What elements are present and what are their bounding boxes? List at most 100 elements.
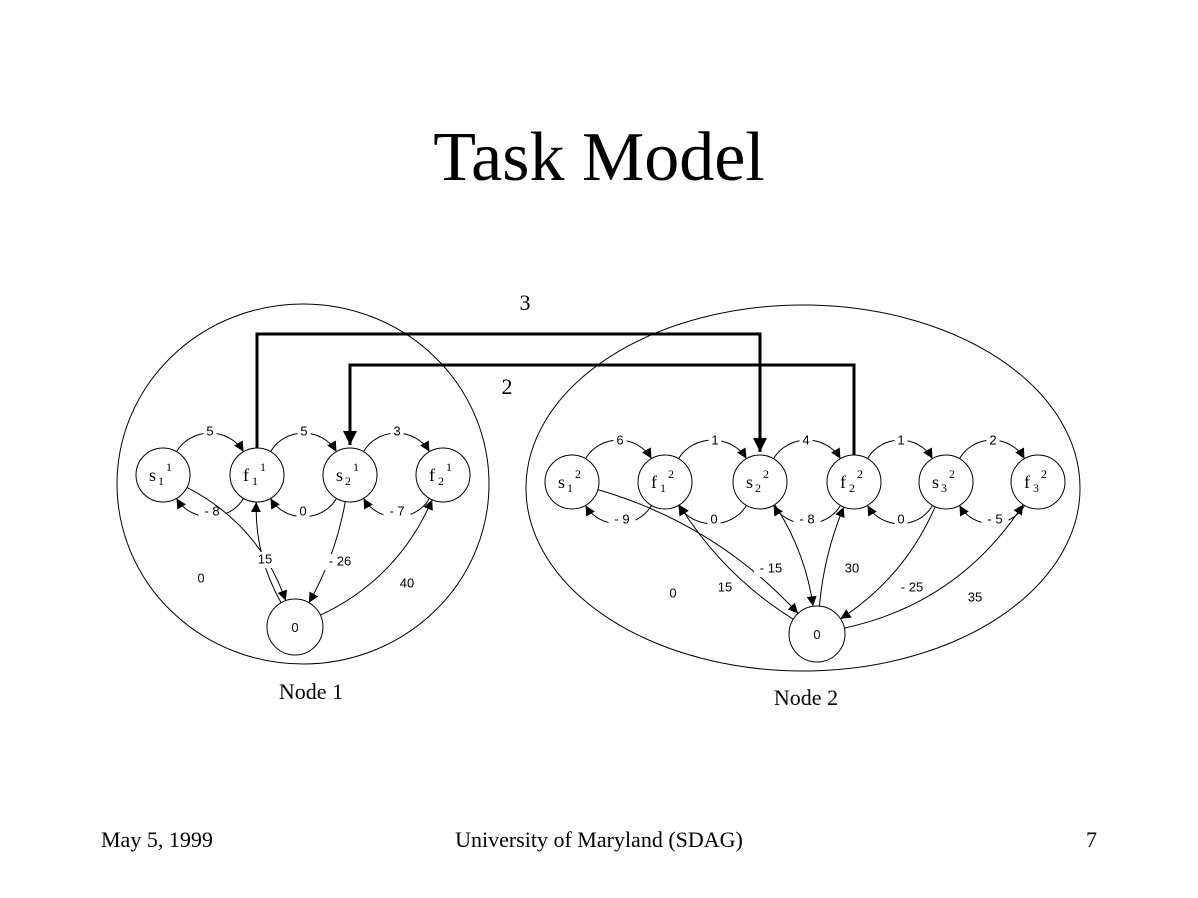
- edge-weight-background: [613, 433, 627, 449]
- node-label-superscript: 2: [668, 467, 674, 481]
- edge-weight-s2-1-to-f2-1: 3: [393, 423, 400, 438]
- edge-weight-s3-2-to-z2: - 25: [901, 579, 923, 594]
- footer-page-number: 7: [1086, 827, 1097, 852]
- node-s1-1-circle: [135, 447, 191, 503]
- edge-z2-to-f3-2: [844, 504, 1024, 629]
- edge-weight-background: [255, 552, 275, 568]
- edge-weight-s1-2-to-f1-2: 6: [616, 432, 623, 447]
- node-label-subscript: 3: [1033, 481, 1039, 495]
- node-label-base: s: [558, 472, 565, 492]
- edge-weight-s2-1-to-f1-1: 0: [299, 503, 306, 518]
- edge-weight-background: [390, 424, 404, 440]
- edge-weight-z2-to-f1-2: 15: [718, 579, 732, 594]
- node-label-subscript: 2: [438, 474, 444, 488]
- edge-weight-background: [986, 433, 1000, 449]
- slide-title: Task Model: [433, 119, 765, 196]
- edge-weight-background: [965, 590, 985, 606]
- node-label-superscript: 1: [353, 460, 359, 474]
- node-label-subscript: 1: [252, 474, 258, 488]
- node-label-base: 0: [291, 620, 298, 635]
- node-label-subscript: 2: [755, 481, 761, 495]
- edge-weight-background: [981, 512, 1009, 528]
- edge-weight-f2-1-to-s2-1: - 7: [389, 503, 404, 518]
- node-s2-2-circle: [732, 454, 788, 510]
- edge-weight-z2-to-f3-2: 35: [968, 589, 982, 604]
- edge-weight-background: [894, 512, 908, 528]
- edge-weight-f1-2-to-s1-2: - 9: [614, 511, 629, 526]
- node-label-subscript: 3: [941, 481, 947, 495]
- edge-weight-background: [842, 561, 862, 577]
- edge-weight-f1-1-to-s2-1: 5: [300, 423, 307, 438]
- edge-weight-background: [383, 504, 411, 520]
- edge-weight-background: [203, 424, 217, 440]
- edge-z2-to-f2-2: [818, 506, 845, 607]
- edge-weight-background: [323, 554, 357, 570]
- node-label-superscript: 2: [763, 467, 769, 481]
- edge-weight-background: [194, 571, 208, 587]
- edge-weight-background: [715, 580, 735, 596]
- edge-weight-f1-2-to-s2-2: 1: [711, 432, 718, 447]
- edge-weight-f2-2-to-s2-2: - 8: [799, 511, 814, 526]
- node-z2-circle: [788, 605, 846, 663]
- footer-date: May 5, 1999: [101, 827, 213, 852]
- edge-weight-background: [799, 433, 813, 449]
- edge-f2-2-to-s2-1: [343, 363, 856, 455]
- edge-weight-background: [707, 512, 721, 528]
- edge-weight-background: [297, 424, 311, 440]
- edge-weight-s3-2-to-f3-2: 2: [989, 432, 996, 447]
- edge-weight-background: [895, 580, 929, 596]
- edge-weight-background: [198, 504, 226, 520]
- edge-s2-1-to-z1: [308, 501, 346, 603]
- edge-weight-background: [296, 504, 310, 520]
- node-f1-2-circle: [637, 454, 693, 510]
- edge-weight-f2-2-to-s2-1: 2: [502, 374, 513, 399]
- node-f3-2-circle: [1010, 454, 1066, 510]
- edge-weight-s2-1-to-z1: - 26: [329, 553, 351, 568]
- node-s1-2-circle: [544, 454, 600, 510]
- edge-z2-to-f1-2: [678, 504, 794, 620]
- edge-weight-s1-2-to-z2: 0: [669, 585, 676, 600]
- edge-z1-to-f2-1: [320, 499, 433, 616]
- node-f2-2-circle: [826, 454, 882, 510]
- node-label-subscript: 1: [567, 481, 573, 495]
- edge-s3-2-to-z2: [840, 506, 936, 620]
- node-label-base: s: [149, 465, 156, 485]
- node-label-base: 0: [813, 627, 820, 642]
- node-label-superscript: 1: [260, 460, 266, 474]
- node-label-superscript: 1: [166, 460, 172, 474]
- cluster-node1-boundary: [116, 303, 490, 665]
- edge-weight-s2-2-to-f1-2: 0: [710, 511, 717, 526]
- cluster-node2-label: Node 2: [774, 685, 838, 710]
- node-label-superscript: 2: [857, 467, 863, 481]
- node-label-base: s: [932, 472, 939, 492]
- edge-weight-z1-to-f1-1: 15: [258, 551, 272, 566]
- edge-weight-background: [397, 576, 417, 592]
- node-label-superscript: 1: [446, 460, 452, 474]
- node-label-superscript: 2: [575, 467, 581, 481]
- node-label-base: s: [746, 472, 753, 492]
- node-label-superscript: 2: [949, 467, 955, 481]
- node-f1-1-circle: [229, 447, 285, 503]
- node-label-base: f: [840, 472, 846, 492]
- node-label-subscript: 2: [345, 474, 351, 488]
- node-z1-circle: [266, 598, 324, 656]
- node-label-base: f: [1024, 472, 1030, 492]
- edge-weight-background: [793, 512, 821, 528]
- node-f2-1-circle: [415, 447, 471, 503]
- node-label-base: f: [243, 465, 249, 485]
- edge-weight-background: [894, 433, 908, 449]
- edge-weight-f2-2-to-s3-2: 1: [897, 432, 904, 447]
- edge-weight-s2-2-to-z2: - 15: [760, 560, 782, 575]
- edge-weight-f1-1-to-s1-1: - 8: [204, 503, 219, 518]
- cluster-node1-label: Node 1: [279, 679, 343, 704]
- edge-s1-1-to-z1: [186, 486, 288, 601]
- edge-weight-background: [666, 586, 680, 602]
- node-z2: 0: [788, 605, 846, 663]
